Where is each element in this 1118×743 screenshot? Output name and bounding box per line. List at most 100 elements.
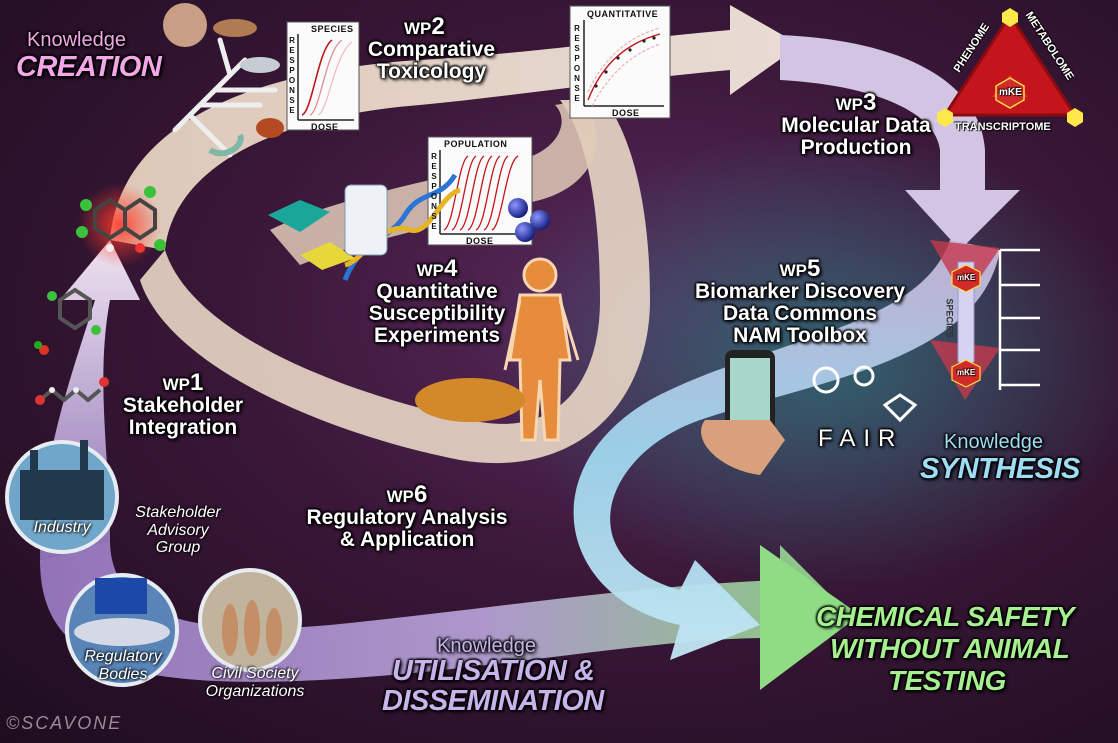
- advisory-group-label: Stakeholder Advisory Group: [128, 504, 228, 557]
- wp2-line1: Comparative: [367, 38, 496, 62]
- fish-icon: [240, 57, 280, 73]
- wp4-number: 4: [444, 255, 458, 282]
- wp1-line1: Stakeholder: [122, 394, 244, 418]
- inner-loop-band: [140, 100, 650, 464]
- wp6-line1: Regulatory Analysis: [306, 506, 508, 530]
- wp6-line2: & Application: [339, 528, 475, 552]
- goal-arrowhead: [760, 545, 860, 690]
- wp6-prefix: WP: [386, 487, 415, 506]
- civil-line1: Civil Society: [211, 665, 299, 682]
- wp6-number: 6: [414, 481, 428, 508]
- cell-icon-1: [508, 198, 528, 218]
- worm-icon: [208, 133, 244, 157]
- wp4-line1: Quantitative: [376, 280, 498, 304]
- advisory-line2: Advisory: [147, 521, 209, 539]
- goal-line1: CHEMICAL SAFETY: [816, 601, 1075, 632]
- species-plot-title: SPECIES: [311, 24, 354, 34]
- species-arrow-label: SPECIES: [944, 298, 955, 338]
- knowledge-prefix-synthesis: Knowledge: [944, 431, 1043, 453]
- cell-icon-2: [530, 210, 550, 230]
- bee-icon: [415, 378, 525, 422]
- utilisation-label-line2: DISSEMINATION: [382, 685, 604, 717]
- species-plot-xlabel: DOSE: [311, 122, 339, 132]
- creation-label: CREATION: [16, 51, 162, 83]
- regulatory-bodies-badge: [65, 573, 179, 687]
- civil-society-badge: [198, 568, 302, 672]
- regulatory-bodies-label: Regulatory Bodies: [68, 648, 178, 683]
- child-photo: [163, 3, 207, 47]
- molecular-down-arrow: [780, 35, 1020, 250]
- wp5-line3: NAM Toolbox: [733, 324, 867, 348]
- transcriptome-label: TRANSCRIPTOME: [955, 121, 1051, 133]
- phone-in-hand: [701, 350, 785, 475]
- species-dose-response-plot: [286, 21, 360, 131]
- human-body-figure: [503, 257, 580, 442]
- species-triangle-top-label: mKE: [957, 273, 976, 282]
- civil-society-label: Civil Society Organizations: [195, 665, 315, 700]
- wp5-line2: Data Commons: [722, 302, 878, 326]
- wp3-line2: Production: [800, 136, 912, 160]
- wp3-prefix: WP: [835, 95, 864, 114]
- quantitative-plot-xlabel: DOSE: [612, 108, 640, 118]
- wp4-line2: Susceptibility: [368, 302, 506, 326]
- wp6-label: WP6 Regulatory Analysis & Application: [292, 482, 522, 551]
- wp5-label: WP5 Biomarker Discovery Data Commons NAM…: [682, 256, 918, 347]
- gear-icon: [853, 365, 875, 387]
- magnifier-icon: [812, 366, 840, 394]
- wp3-label: WP3 Molecular Data Production: [770, 90, 942, 159]
- industry-badge: [5, 440, 119, 554]
- synthesis-swoosh-arrow: [573, 240, 1000, 660]
- cell-icon-3: [515, 222, 535, 242]
- quantitative-dose-response-plot: [569, 5, 671, 119]
- wp4-prefix: WP: [416, 261, 445, 280]
- wp3-number: 3: [863, 89, 877, 116]
- synthesis-label: SYNTHESIS: [920, 453, 1080, 485]
- advisory-line1: Stakeholder: [135, 504, 221, 521]
- wp2-number: 2: [431, 13, 445, 40]
- wp2-prefix: WP: [404, 19, 432, 38]
- wp5-prefix: WP: [779, 261, 808, 280]
- wp1-number: 1: [190, 369, 204, 396]
- civil-line2: Organizations: [205, 682, 305, 700]
- wp5-line1: Biomarker Discovery: [694, 280, 906, 304]
- goal-line2: WITHOUT ANIMAL: [830, 633, 1070, 664]
- wp4-line3: Experiments: [373, 324, 501, 348]
- advisory-line3: Group: [155, 539, 201, 557]
- fly-cluster-yellow-icon: [300, 242, 355, 270]
- wp1-prefix: WP: [162, 375, 191, 394]
- recycle-icon: [882, 393, 918, 423]
- utilisation-label-line1: UTILISATION &: [392, 655, 595, 687]
- knowledge-prefix-creation: Knowledge: [27, 29, 126, 51]
- wp3-line1: Molecular Data: [781, 114, 931, 138]
- industry-label: Industry: [33, 519, 91, 536]
- wp2-line2: Toxicology: [376, 60, 487, 84]
- wp1-line2: Integration: [128, 416, 238, 440]
- population-plot-title: POPULATION: [444, 139, 508, 149]
- regulatory-line1: Regulatory: [84, 648, 162, 665]
- goal-line3: TESTING: [888, 665, 1006, 696]
- artist-signature: ©SCAVONE: [6, 713, 123, 733]
- wp1-label: WP1 Stakeholder Integration: [108, 370, 258, 439]
- chemical-molecules: [34, 183, 166, 405]
- chemical-bottle-icon: [344, 184, 388, 256]
- fair-label: FAIR: [818, 425, 904, 452]
- knowledge-prefix-utilisation: Knowledge: [437, 635, 536, 657]
- population-dose-response-plot: [427, 136, 533, 246]
- omics-center-label: mKE: [999, 87, 1022, 98]
- regulatory-line2: Bodies: [98, 665, 148, 683]
- wp5-number: 5: [807, 255, 821, 282]
- omics-triangle: [937, 8, 1083, 127]
- fly-cluster-icon: [268, 200, 330, 232]
- population-plot-xlabel: DOSE: [466, 236, 494, 246]
- tadpole-icon: [213, 19, 257, 37]
- species-triangle-stack: [930, 240, 1040, 400]
- fruitfly-icon: [256, 118, 284, 138]
- wp4-label: WP4 Quantitative Susceptibility Experime…: [352, 256, 522, 347]
- phylogeny-tree: [172, 37, 278, 158]
- species-triangle-bottom-label: mKE: [957, 368, 976, 377]
